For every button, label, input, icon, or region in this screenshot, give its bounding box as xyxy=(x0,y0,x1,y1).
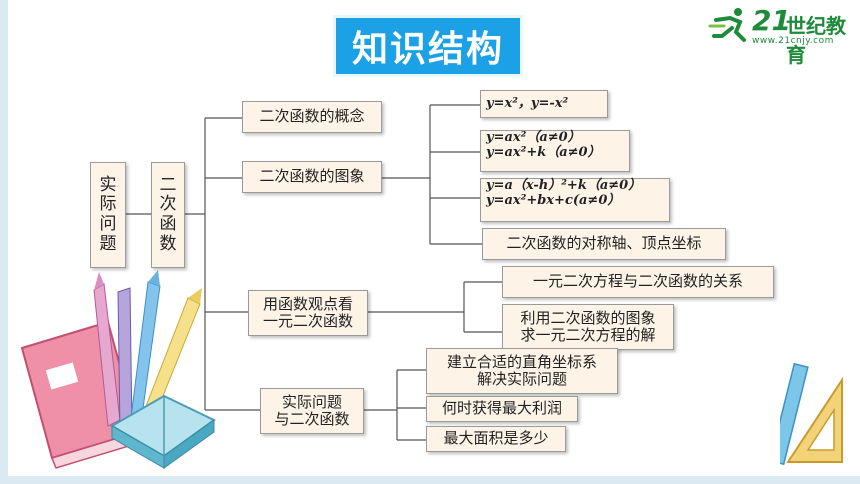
formula-line: y=a（x-h）²+k（a≠0） xyxy=(486,178,642,193)
practical-coord-line: 建立合适的直角坐标系 xyxy=(446,352,597,371)
branch-practical: 实际问题 与二次函数 xyxy=(260,388,364,434)
logo-url: www.21cnjy.com xyxy=(752,36,834,46)
branch-practical-line: 实际问题 xyxy=(281,392,342,411)
center-node-quadratic-function: 二 次 函 数 xyxy=(151,162,185,268)
branch-concept: 二次函数的概念 xyxy=(242,101,382,133)
branch-equation: 用函数观点看 一元二次函数 xyxy=(248,290,368,336)
center-char: 函 xyxy=(159,214,177,234)
center-char: 次 xyxy=(159,194,177,215)
logo-name: 世纪教育 xyxy=(786,14,846,67)
open-book-icon xyxy=(109,394,216,469)
ruler-triangle-illustration xyxy=(780,362,843,466)
graph-item-basic: y=x²，y=-x² xyxy=(480,90,608,118)
equation-item-relation: 一元二次方程与二次函数的关系 xyxy=(502,266,774,298)
root-char: 实 xyxy=(99,174,117,195)
practical-item-profit: 何时获得最大利润 xyxy=(426,396,578,422)
formula-line: y=ax²+bx+c(a≠0） xyxy=(486,192,621,208)
center-char: 数 xyxy=(159,233,177,254)
equation-item-solve: 利用二次函数的图象 求一元二次方程的解 xyxy=(502,304,674,350)
bottom-frame-strip xyxy=(0,476,860,484)
logo: 21 世纪教育 www.21cnjy.com xyxy=(708,4,858,67)
root-char: 际 xyxy=(99,194,117,215)
root-char: 题 xyxy=(99,233,117,254)
branch-equation-line: 一元二次函数 xyxy=(262,312,353,330)
left-frame-strip xyxy=(0,0,8,484)
formula-line: y=ax²（a≠0） xyxy=(486,130,581,145)
branch-graph: 二次函数的图象 xyxy=(242,161,382,193)
practical-item-coordinate: 建立合适的直角坐标系 解决实际问题 xyxy=(426,348,618,394)
page-title: 知识结构 xyxy=(333,15,523,77)
books-pencils-illustration xyxy=(20,270,216,469)
graph-item-vertex-form-2: y=a（x-h）²+k（a≠0） y=ax²+bx+c(a≠0） xyxy=(480,178,670,222)
center-char: 二 xyxy=(159,174,177,195)
formula-line: y=ax²+k（a≠0） xyxy=(486,144,601,160)
graph-item-axis: 二次函数的对称轴、顶点坐标 xyxy=(482,228,726,260)
running-man-icon xyxy=(708,8,746,42)
root-node-practical-problem: 实 际 问 题 xyxy=(90,162,126,268)
logo-number: 21 xyxy=(752,4,791,37)
practical-coord-line: 解决实际问题 xyxy=(476,370,567,388)
graph-item-vertex-form-1: y=ax²（a≠0） y=ax²+k（a≠0） xyxy=(480,130,630,172)
equation-solve-line: 求一元二次方程的解 xyxy=(520,326,656,344)
branch-practical-line: 与二次函数 xyxy=(274,410,350,428)
root-char: 问 xyxy=(99,214,117,234)
practical-item-area: 最大面积是多少 xyxy=(426,426,566,452)
branch-equation-line: 用函数观点看 xyxy=(262,294,353,313)
equation-solve-line: 利用二次函数的图象 xyxy=(520,308,656,327)
